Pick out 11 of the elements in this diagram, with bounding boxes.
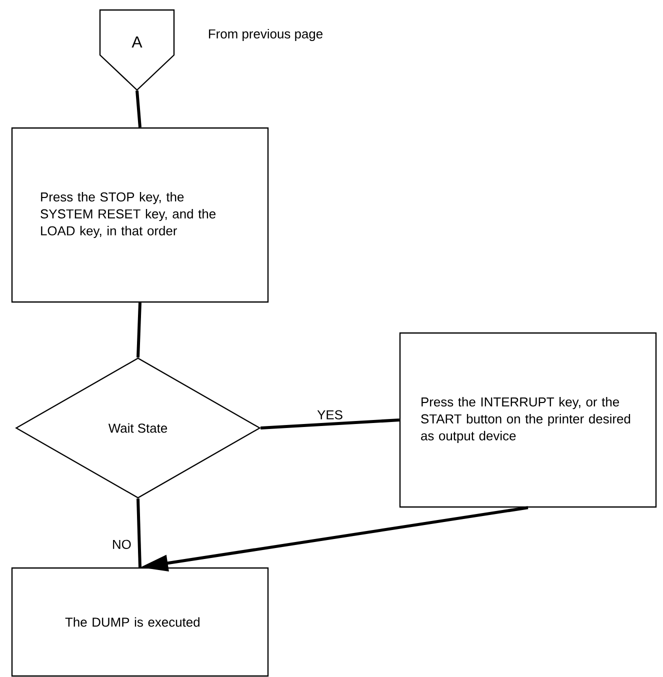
edge-label: NO (110, 538, 132, 550)
process-box: The DUMP is executed (11, 567, 269, 677)
process-box: Press the INTERRUPT key, or the START button on the printer desired as output device (399, 332, 657, 508)
off-page-connector: A (99, 9, 175, 91)
connector-line (136, 90, 142, 128)
process-box: Press the STOP key, the SYSTEM RESET key, and the LOAD key, in that order (11, 127, 269, 303)
edge-label: YES (316, 409, 344, 420)
connector-line (136, 498, 142, 568)
connector-line (136, 302, 142, 358)
note-text: From previous page (208, 28, 322, 42)
connector-line (260, 418, 400, 430)
